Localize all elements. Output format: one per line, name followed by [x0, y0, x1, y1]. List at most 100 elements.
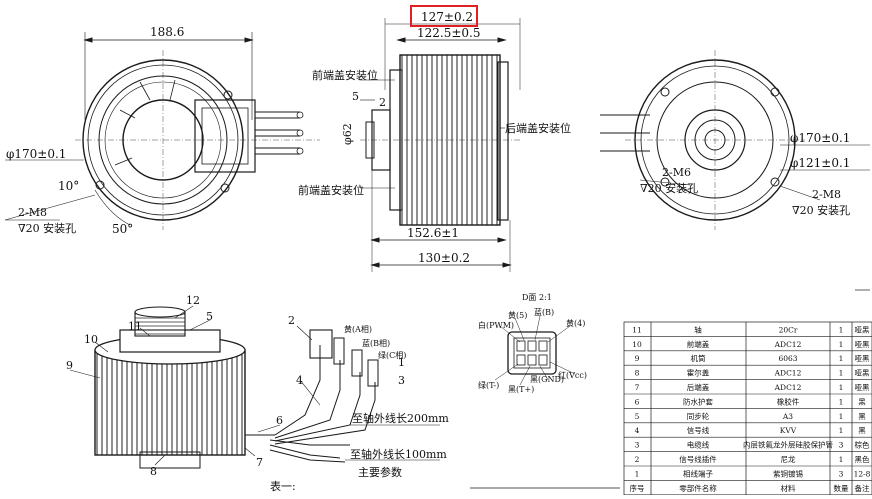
table-cell-material: 橡胶件 [777, 396, 800, 406]
pin-t-minus: 绿(T-) [478, 381, 499, 390]
side-front-cover-bottom: 前端盖安装位 [298, 183, 364, 197]
front-width-dim: 188.6 [150, 25, 184, 39]
table-cell-qty: 3 [839, 469, 844, 478]
side-shaft-dia: φ62 [341, 123, 354, 145]
callout-10: 10 [84, 333, 98, 346]
highlight-box [410, 5, 478, 27]
front-holes-label: 2-M8 [18, 206, 47, 219]
callout-8: 8 [150, 465, 157, 478]
table-cell-name: 霍尔盖 [687, 368, 710, 378]
side-dim-2: 2 [379, 96, 386, 109]
table-cell-material: A3 [782, 412, 793, 421]
table-cell-no: 11 [632, 325, 642, 334]
wire-label-b: 蓝(B相) [362, 338, 390, 348]
table-cell-material: ADC12 [774, 340, 802, 349]
pin-vcc: 红(Vcc) [558, 370, 587, 380]
table-cell-qty: 数量 [834, 483, 849, 493]
table-cell-no: 4 [635, 426, 640, 435]
table-cell-material: 内层铁氟龙外层硅胶保护管 [743, 440, 833, 450]
callout-2: 2 [288, 314, 295, 327]
front-angle-bottom: 50° [112, 222, 133, 236]
table-cell-material: ADC12 [774, 369, 802, 378]
table-cell-no: 9 [635, 354, 640, 363]
wire-label-c: 绿(C相) [378, 350, 406, 360]
table-cell-note: 哑黑 [855, 383, 870, 392]
rear-dia-small: φ121±0.1 [790, 156, 850, 170]
side-highlight-dim: 127±0.2 [421, 10, 473, 24]
table-cell-material: 材料 [781, 483, 796, 493]
side-length-base: 130±0.2 [418, 251, 470, 265]
table-cell-name: 同步轮 [687, 411, 710, 421]
wire-label-a: 黄(A相) [344, 324, 372, 334]
table-cell-no: 3 [635, 441, 640, 450]
table-cell-note: 哑黑 [855, 340, 870, 349]
cable-100-label: 至轴外线长100mm [350, 447, 447, 461]
table-cell-note: 黑 [858, 397, 866, 406]
table-cell-qty: 1 [839, 340, 844, 349]
side-rear-cover: 后端盖安装位 [505, 121, 571, 135]
table-cell-no: 7 [635, 383, 640, 392]
connector-title: D面 2:1 [522, 293, 552, 302]
table-cell-name: 信号线插件 [679, 454, 717, 464]
table-cell-name: 电缆线 [687, 440, 710, 450]
table-cell-no: 8 [635, 369, 640, 378]
callout-1: 1 [398, 356, 405, 369]
table-cell-note: 棕色 [855, 440, 870, 450]
side-dim-5: 5 [352, 90, 359, 103]
iso-view [69, 305, 440, 469]
table-cell-qty: 1 [839, 325, 844, 334]
table-cell-name: 相线端子 [683, 468, 713, 478]
table-cell-note: 备注 [855, 483, 870, 493]
table-cell-name: 机筒 [691, 353, 706, 363]
table-cell-note: 黑色 [855, 454, 870, 464]
table-cell-no: 5 [635, 412, 640, 421]
table-cell-note: 黑 [858, 412, 866, 421]
table-cell-no: 2 [635, 455, 640, 464]
rear-hole-depth-m8: ∇20 安装孔 [792, 203, 850, 217]
table-cell-no: 序号 [630, 483, 645, 493]
rear-holes-m6: 2-M6 [662, 166, 691, 179]
table-cell-no: 6 [635, 397, 640, 406]
table-cell-material: 6063 [778, 354, 797, 363]
table-cell-qty: 1 [839, 412, 844, 421]
table-cell-name: 防水护套 [683, 396, 713, 406]
table-cell-name: 后端盖 [687, 382, 710, 392]
table-cell-qty: 1 [839, 426, 844, 435]
cable-200-label: 至轴外线长200mm [352, 411, 449, 425]
table-cell-note: 哑黑 [855, 369, 870, 378]
pin-gnd: 黑(GND) [530, 375, 564, 384]
callout-7: 7 [256, 456, 263, 469]
callout-3: 3 [398, 374, 405, 387]
callout-4: 4 [296, 374, 303, 387]
rear-view [600, 50, 870, 230]
pin-yellow-5: 黄(5) [508, 310, 527, 320]
table-cell-qty: 1 [839, 397, 844, 406]
table-cell-material: 紫铜镀锡 [773, 468, 803, 478]
callout-5: 5 [206, 310, 213, 323]
table-cell-qty: 1 [839, 455, 844, 464]
pin-pwm: 白(PWM) [478, 320, 514, 330]
side-view [360, 18, 521, 272]
callout-12: 12 [186, 294, 200, 307]
table-cell-no: 10 [632, 340, 642, 349]
table-cell-note: 哑黑 [855, 325, 870, 334]
table-cell-qty: 3 [839, 441, 844, 450]
table-one-label: 表一: [270, 479, 296, 493]
table-cell-name: 信号线 [687, 425, 710, 435]
table-cell-qty: 1 [839, 369, 844, 378]
table-cell-qty: 1 [839, 383, 844, 392]
front-angle-top: 10° [58, 179, 79, 193]
front-hole-depth: ∇20 安装孔 [18, 221, 76, 235]
table-cell-material: 20Cr [779, 325, 798, 334]
rear-hole-depth-m6: ∇20 安装孔 [640, 181, 698, 195]
callout-11: 11 [128, 320, 142, 333]
table-cell-name: 前端盖 [687, 339, 710, 349]
side-body-width: 122.5±0.5 [417, 26, 481, 40]
table-cell-name: 零部件名称 [679, 483, 717, 493]
front-diameter-dim: φ170±0.1 [6, 147, 66, 161]
pin-yellow-4: 黄(4) [566, 318, 585, 328]
pin-t-plus: 黑(T+) [508, 385, 534, 394]
